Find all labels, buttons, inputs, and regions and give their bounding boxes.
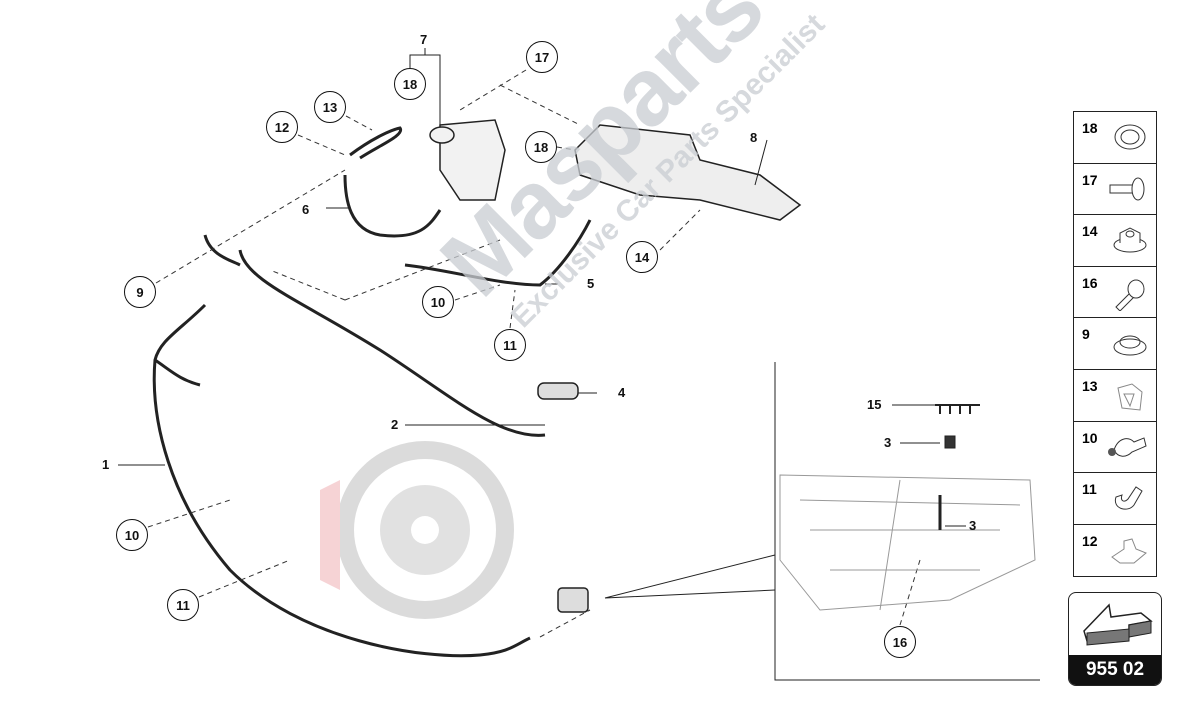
- callout-11[interactable]: 11: [494, 329, 526, 361]
- label-1: 1: [102, 457, 110, 472]
- clip-icon: [1117, 383, 1143, 411]
- label-3: 3: [969, 518, 977, 533]
- callout-12[interactable]: 12: [266, 111, 298, 143]
- dashed-leaders: [147, 69, 921, 638]
- label-2: 2: [391, 417, 399, 432]
- callout-18[interactable]: 18: [525, 131, 557, 163]
- flange-nut-icon: [1113, 227, 1147, 253]
- label-8: 8: [750, 130, 758, 145]
- parts-legend: 18 17 14 16 9 13 10 11 12: [1073, 111, 1157, 578]
- threaded-ring-icon: [1114, 124, 1146, 150]
- diagram-code-badge: 955 02: [1068, 592, 1162, 686]
- label-7: 7: [420, 32, 428, 47]
- inset-vehicle: [779, 404, 1036, 611]
- label-5: 5: [587, 276, 595, 291]
- tank: [574, 124, 802, 221]
- callout-17[interactable]: 17: [526, 41, 558, 73]
- arrow-icon: [1083, 603, 1153, 646]
- label-3: 3: [884, 435, 892, 450]
- legend-item-11[interactable]: 11: [1074, 473, 1156, 525]
- grommet-icon: [1113, 335, 1147, 356]
- bolt-icon: [1109, 177, 1145, 201]
- fastener-clip-icon: [1111, 538, 1147, 564]
- label-4: 4: [618, 385, 626, 400]
- hose-clamp-icon: [1114, 486, 1143, 510]
- callout-14[interactable]: 14: [626, 241, 658, 273]
- callout-16[interactable]: 16: [884, 626, 916, 658]
- legend-item-14[interactable]: 14: [1074, 215, 1156, 267]
- callout-11[interactable]: 11: [167, 589, 199, 621]
- callout-10[interactable]: 10: [116, 519, 148, 551]
- callout-10[interactable]: 10: [422, 286, 454, 318]
- legend-item-18[interactable]: 18: [1074, 112, 1156, 164]
- leader-lines: [118, 48, 1040, 681]
- legend-item-12[interactable]: 12: [1074, 525, 1156, 577]
- legend-item-17[interactable]: 17: [1074, 164, 1156, 216]
- hoses: [152, 126, 592, 658]
- callout-9[interactable]: 9: [124, 276, 156, 308]
- reservoir: [429, 119, 506, 201]
- callout-18[interactable]: 18: [394, 68, 426, 100]
- legend-item-10[interactable]: 10: [1074, 422, 1156, 474]
- legend-item-16[interactable]: 16: [1074, 267, 1156, 319]
- label-6: 6: [302, 202, 310, 217]
- hose-clip-icon: [1108, 436, 1147, 457]
- legend-item-9[interactable]: 9: [1074, 318, 1156, 370]
- bolt-icon: [1115, 279, 1145, 311]
- legend-item-13[interactable]: 13: [1074, 370, 1156, 422]
- callout-13[interactable]: 13: [314, 91, 346, 123]
- watermark-logo: [320, 441, 514, 619]
- nozzle: [537, 382, 589, 613]
- label-15: 15: [867, 397, 882, 412]
- diagram-code: 955 02: [1069, 655, 1161, 685]
